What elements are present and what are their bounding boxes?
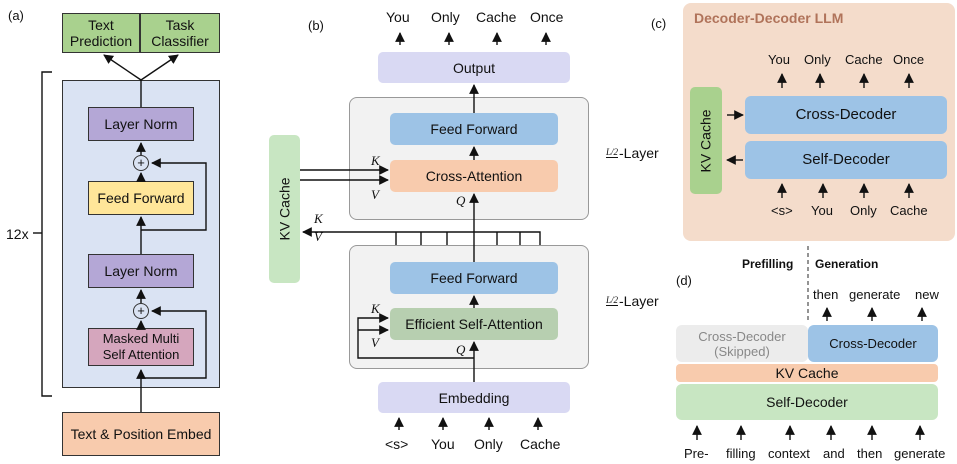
panel-b-label: (b)	[308, 18, 324, 33]
panel-d-label: (d)	[676, 273, 692, 288]
output-token-4: Once	[530, 9, 564, 25]
text-prediction-box: Text Prediction	[62, 13, 140, 53]
cross-decoder-box-c: Cross-Decoder	[745, 96, 947, 134]
d-input-token-1: Pre-	[684, 446, 709, 461]
kv-cache-box-b: KV Cache	[269, 135, 300, 283]
v-label-top: V	[371, 187, 379, 202]
kv-cache-bar-d: KV Cache	[676, 364, 938, 382]
repeat-label: 12x	[6, 226, 29, 242]
self-decoder-box-c: Self-Decoder	[745, 141, 947, 179]
b-loop-k	[357, 313, 474, 359]
panel-a-label: (a)	[8, 8, 24, 23]
layer-fraction-bottom: L/2	[606, 295, 619, 306]
cross-decoder-box-d: Cross-Decoder	[808, 325, 938, 362]
layer-fraction-top: L/2	[606, 147, 619, 158]
add-top-circle: +	[133, 155, 149, 171]
input-token-1: <s>	[385, 436, 409, 452]
gen-output-token-1: then	[813, 287, 839, 302]
input-token-3: Only	[474, 436, 503, 452]
c-input-token-4: Cache	[890, 203, 928, 218]
input-token-2: You	[431, 436, 455, 452]
d-input-token-6: generate	[894, 446, 946, 461]
k-label-mid: K	[314, 211, 323, 226]
v-label-bottom: V	[371, 335, 379, 350]
c-output-token-3: Cache	[845, 52, 883, 67]
kv-cache-box-c: KV Cache	[690, 87, 722, 194]
input-token-4: Cache	[520, 436, 561, 452]
a-bracket	[41, 71, 52, 397]
c-output-token-2: Only	[804, 52, 831, 67]
a-residual-top	[141, 158, 207, 231]
d-input-token-4: and	[823, 446, 845, 461]
k-label-bottom: K	[371, 301, 380, 316]
a-arrow-to-prediction	[103, 54, 142, 81]
layer-count-top: L/2 -Layer	[606, 145, 659, 161]
layer-suffix-bottom: -Layer	[619, 293, 659, 309]
efficient-attention-box: Efficient Self-Attention	[390, 308, 558, 340]
feed-forward-box: Feed Forward	[88, 181, 194, 215]
d-input-token-2: filling	[726, 446, 756, 461]
c-output-token-1: You	[768, 52, 790, 67]
q-label-top: Q	[456, 193, 466, 208]
a-residual-bottom	[141, 306, 207, 379]
layer-norm-top-box: Layer Norm	[88, 107, 194, 141]
layer-suffix-top: -Layer	[619, 145, 659, 161]
embedding-box: Embedding	[378, 382, 570, 413]
output-token-2: Only	[431, 9, 460, 25]
task-classifier-box: Task Classifier	[140, 13, 220, 53]
masked-attention-box: Masked Multi Self Attention	[88, 328, 194, 366]
self-decoder-box-d: Self-Decoder	[676, 384, 938, 420]
prefilling-label: Prefilling	[742, 257, 794, 271]
c-output-token-4: Once	[893, 52, 925, 67]
feed-forward-top-box: Feed Forward	[390, 113, 558, 145]
cross-attention-box: Cross-Attention	[390, 160, 558, 192]
gen-output-token-2: generate	[849, 287, 901, 302]
output-box: Output	[378, 52, 570, 83]
gen-output-token-3: new	[915, 287, 939, 302]
cross-decoder-skipped-box: Cross-Decoder (Skipped)	[676, 325, 808, 362]
d-input-token-5: then	[857, 446, 883, 461]
layer-norm-mid-box: Layer Norm	[88, 254, 194, 288]
generation-label: Generation	[815, 257, 879, 271]
decoder-decoder-title: Decoder-Decoder LLM	[694, 10, 844, 26]
output-token-3: Cache	[476, 9, 517, 25]
text-position-embed-box: Text & Position Embed	[62, 412, 220, 456]
d-input-token-3: context	[768, 446, 810, 461]
panel-c-label: (c)	[651, 16, 667, 31]
add-bottom-circle: +	[133, 303, 149, 319]
feed-forward-bottom-box: Feed Forward	[390, 262, 558, 294]
output-token-1: You	[386, 9, 410, 25]
c-input-token-1: <s>	[771, 203, 793, 218]
v-label-mid: V	[314, 229, 322, 244]
c-input-token-3: Only	[850, 203, 877, 218]
k-label-top: K	[371, 153, 380, 168]
c-input-token-2: You	[811, 203, 833, 218]
layer-count-bottom: L/2 -Layer	[606, 293, 659, 309]
q-label-bottom: Q	[456, 342, 466, 357]
a-arrow-to-classifier	[140, 54, 179, 81]
b-kv-bus	[302, 227, 541, 245]
